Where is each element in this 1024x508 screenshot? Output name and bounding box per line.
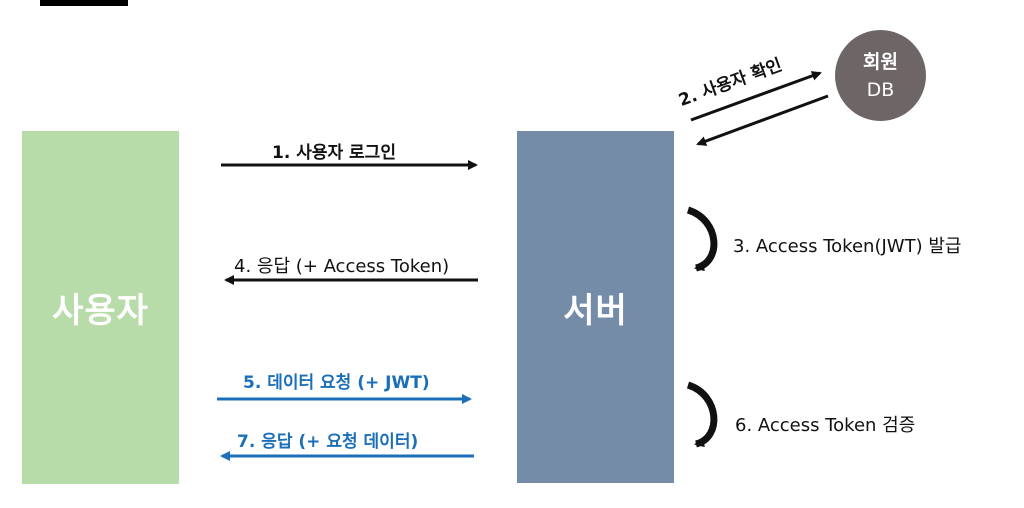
user-actor-label: 사용자 bbox=[52, 291, 149, 331]
member-db-circle: 회원 DB bbox=[835, 30, 926, 121]
db-label-line2: DB bbox=[866, 78, 895, 101]
curved-arrow-step3 bbox=[686, 206, 718, 272]
arrow-step2-to-db bbox=[690, 71, 822, 122]
arrow-step2-from-db bbox=[696, 94, 829, 146]
step4-label: 4. 응답 (+ Access Token) bbox=[234, 256, 450, 277]
step5-label: 5. 데이터 요청 (+ JWT) bbox=[243, 373, 430, 393]
step6-label: 6. Access Token 검증 bbox=[735, 415, 916, 436]
step1-label: 1. 사용자 로그인 bbox=[272, 143, 396, 163]
curved-arrow-step6 bbox=[686, 381, 718, 448]
step7-label: 7. 응답 (+ 요청 데이터) bbox=[237, 432, 419, 452]
user-actor-box: 사용자 bbox=[22, 131, 179, 484]
step3-label: 3. Access Token(JWT) 발급 bbox=[733, 236, 962, 257]
server-actor-label: 서버 bbox=[563, 290, 628, 331]
top-black-bar bbox=[40, 0, 128, 6]
db-label-line1: 회원 bbox=[863, 50, 898, 73]
server-actor-box: 서버 bbox=[517, 131, 674, 483]
